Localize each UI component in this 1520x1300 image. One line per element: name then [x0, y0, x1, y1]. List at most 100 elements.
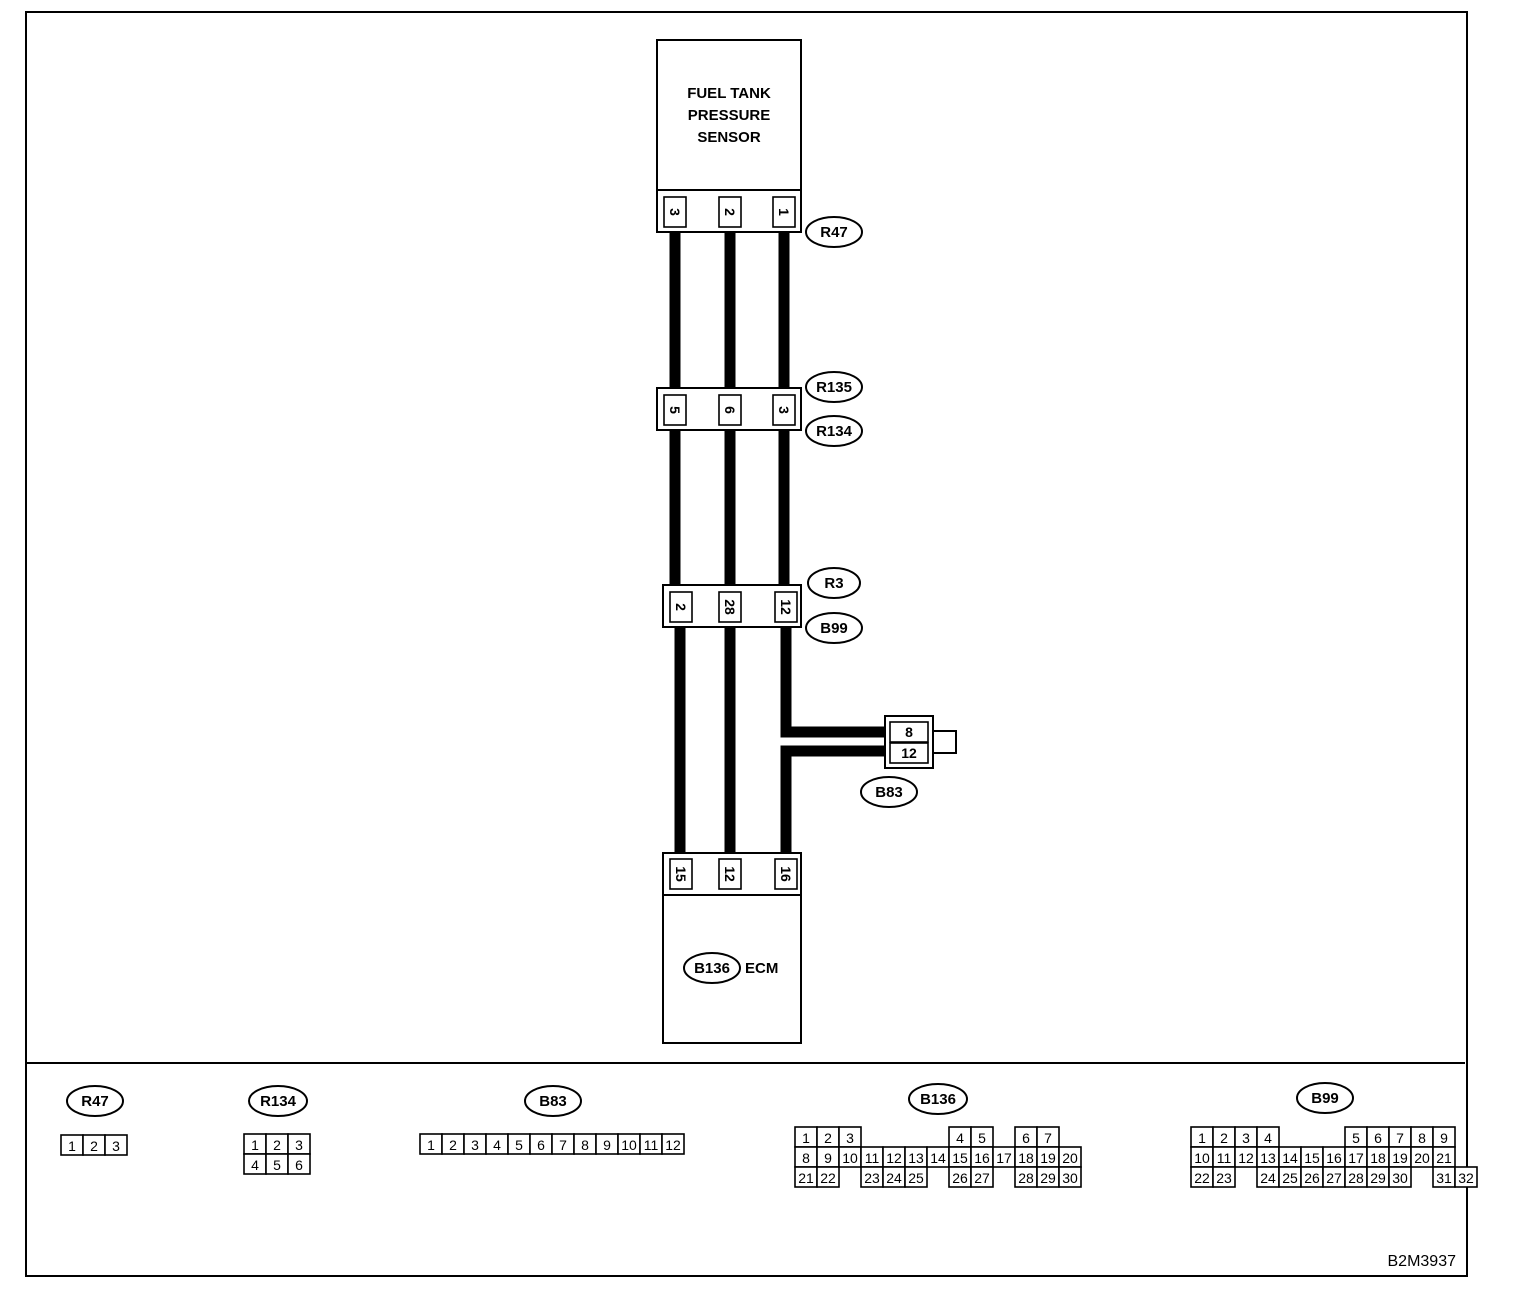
legend-b99-pin-label: 11	[1217, 1150, 1232, 1166]
legend-r47-tag-oval	[66, 1085, 124, 1117]
legend-b99-pin-label: 16	[1326, 1150, 1342, 1166]
tag-r134: R134	[816, 423, 853, 440]
figure-code: B2M3937	[1388, 1253, 1457, 1270]
legend-b99-tag: B99	[1311, 1090, 1339, 1107]
connector-b83-pin-8	[889, 721, 929, 743]
connector-r134-pin-5	[663, 394, 687, 426]
legend-b136-pin-label: 19	[1040, 1150, 1056, 1166]
legend-r134-pin-label: 6	[295, 1157, 303, 1173]
legend-b136-pin-label: 18	[1018, 1150, 1034, 1166]
legend-b99-pin-label: 5	[1352, 1130, 1360, 1146]
legend-b136-pin-label: 13	[908, 1150, 924, 1166]
legend-b99-pin-label: 18	[1370, 1150, 1386, 1166]
tag-b99-oval	[805, 612, 863, 644]
legend-r134-pin-label: 3	[295, 1137, 303, 1153]
legend-b99-pin-label: 32	[1458, 1170, 1474, 1186]
legend-r47-tag: R47	[81, 1093, 109, 1110]
connector-b136-pin-16-label: 16	[778, 866, 794, 882]
legend-b83-pin-label: 7	[559, 1137, 567, 1153]
legend-r134-pin-label: 1	[251, 1137, 259, 1153]
legend-b136-pin-cell	[970, 1166, 994, 1188]
tag-b83-oval	[860, 776, 918, 808]
connector-b136-pin-12-label: 12	[722, 866, 738, 882]
connector-r47-pin-1-label: 1	[776, 208, 792, 216]
legend-b136-pin-label: 22	[820, 1170, 836, 1186]
wire-harness	[669, 232, 890, 855]
legend-r47-pin-cell	[104, 1134, 128, 1156]
legend-b99-pin-cell	[1388, 1166, 1412, 1188]
connector-r47-pin-1	[772, 196, 796, 228]
legend-b99-pin-cell	[1212, 1166, 1236, 1188]
tag-r3: R3	[824, 575, 843, 592]
legend-b99-pin-label: 22	[1194, 1170, 1210, 1186]
wire-b83-12-to-ecm-16	[780, 745, 890, 855]
ecm-label: ECM	[745, 960, 778, 977]
connector-r47-pin-2	[718, 196, 742, 228]
legend-b83-pin-label: 10	[621, 1137, 637, 1153]
connector-r47-pin-3	[663, 196, 687, 228]
connector-r134-pin-6-label: 6	[722, 406, 738, 414]
legend-b136-pin-cell	[904, 1166, 928, 1188]
legend-b99-pin-label: 2	[1220, 1130, 1228, 1146]
legend-b136-pin-label: 20	[1062, 1150, 1078, 1166]
legend-b136-pin-cell	[1058, 1166, 1082, 1188]
legend-b99-pin-label: 19	[1392, 1150, 1408, 1166]
connector-r134-pin-6	[718, 394, 742, 426]
legend-b83-pin-label: 1	[427, 1137, 435, 1153]
connector-b136-pin-15-label: 15	[673, 866, 689, 882]
tag-r134-oval	[805, 415, 863, 447]
legend-b99-pin-label: 1	[1198, 1130, 1206, 1146]
connector-r135-r134: 5 6 3 R135 R134	[656, 371, 863, 447]
legend-r134-tag-oval	[248, 1085, 308, 1117]
tag-b136-oval	[683, 952, 741, 984]
sensor-body	[656, 39, 802, 191]
connector-b99-pin-2	[669, 591, 693, 623]
legend-b83-pin-cell	[661, 1133, 685, 1155]
legend-b136-pin-label: 6	[1022, 1130, 1030, 1146]
legend-b136-pin-label: 28	[1018, 1170, 1034, 1186]
connector-r47-pin-3-label: 3	[667, 208, 683, 216]
connector-b99-pin-28-label: 28	[722, 599, 738, 615]
legend-r47-pin-label: 1	[68, 1138, 76, 1154]
tag-r47-oval	[805, 216, 863, 248]
legend-b99-pin-label: 27	[1326, 1170, 1342, 1186]
legend-b99-pin-label: 24	[1260, 1170, 1276, 1186]
legend-b136-pin-label: 7	[1044, 1130, 1052, 1146]
legend-b99-pin-label: 21	[1436, 1150, 1452, 1166]
sensor-label-line-1: FUEL TANK	[687, 85, 771, 102]
legend-b83-tag-oval	[524, 1085, 582, 1117]
legend-b83-pin-label: 9	[603, 1137, 611, 1153]
connector-r47: 3 2 1 R47	[656, 189, 863, 248]
legend-b136-pin-label: 14	[930, 1150, 946, 1166]
connector-b83-pin-12	[889, 742, 929, 764]
diagram-frame	[25, 11, 1468, 1277]
legend-b136-pin-label: 23	[864, 1170, 880, 1186]
legend-b99-pin-label: 6	[1374, 1130, 1382, 1146]
legend-b83-pin-label: 8	[581, 1137, 589, 1153]
sensor-label-line-2: PRESSURE	[688, 107, 771, 124]
legend-b83-pin-label: 2	[449, 1137, 457, 1153]
legend-b99-pin-label: 28	[1348, 1170, 1364, 1186]
connector-b83-pin-12-label: 12	[901, 745, 917, 761]
legend-b99-pin-label: 26	[1304, 1170, 1320, 1186]
legend-b136-pin-label: 3	[846, 1130, 854, 1146]
legend-b136-pin-cell	[816, 1166, 840, 1188]
fuel-tank-pressure-sensor: FUEL TANK PRESSURE SENSOR	[656, 39, 802, 191]
legend-b136-pin-label: 24	[886, 1170, 902, 1186]
legend-b136-pin-label: 21	[798, 1170, 814, 1186]
legend-b136-pin-label: 10	[842, 1150, 858, 1166]
connector-b99-pin-12	[774, 591, 798, 623]
legend-b99-pin-label: 31	[1436, 1170, 1452, 1186]
legend-b83-pin-label: 12	[665, 1137, 681, 1153]
legend-b136-pin-label: 1	[802, 1130, 810, 1146]
legend-b136-pin-label: 30	[1062, 1170, 1078, 1186]
connector-b83-latch	[932, 730, 957, 754]
legend-b136-pin-label: 12	[886, 1150, 902, 1166]
connector-r134-pin-3-label: 3	[776, 406, 792, 414]
legend-b99-pin-label: 14	[1282, 1150, 1298, 1166]
